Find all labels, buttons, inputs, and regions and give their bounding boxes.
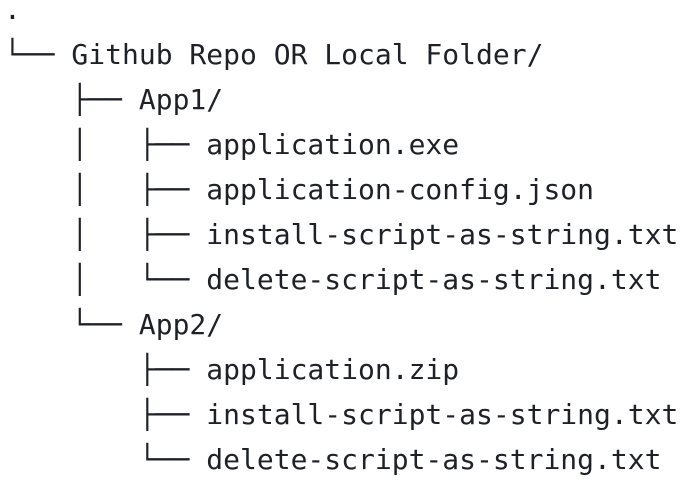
tree-line-app1-delete-script-txt: │ └── delete-script-as-string.txt — [4, 263, 662, 296]
tree-line-app1-application-config-json: │ ├── application-config.json — [4, 173, 595, 206]
tree-line-root: . — [4, 0, 21, 26]
tree-line-app2-folder: └── App2/ — [4, 308, 224, 341]
file-tree: . └── Github Repo OR Local Folder/ ├── A… — [4, 0, 679, 476]
tree-line-app2-install-script-txt: ├── install-script-as-string.txt — [4, 398, 679, 431]
tree-line-repo-folder: └── Github Repo OR Local Folder/ — [4, 38, 544, 71]
tree-line-app2-delete-script-txt: └── delete-script-as-string.txt — [4, 443, 662, 476]
tree-line-app1-install-script-txt: │ ├── install-script-as-string.txt — [4, 218, 679, 251]
tree-line-app1-folder: ├── App1/ — [4, 83, 224, 116]
tree-line-app2-application-zip: ├── application.zip — [4, 353, 460, 386]
tree-line-app1-application-exe: │ ├── application.exe — [4, 128, 460, 161]
